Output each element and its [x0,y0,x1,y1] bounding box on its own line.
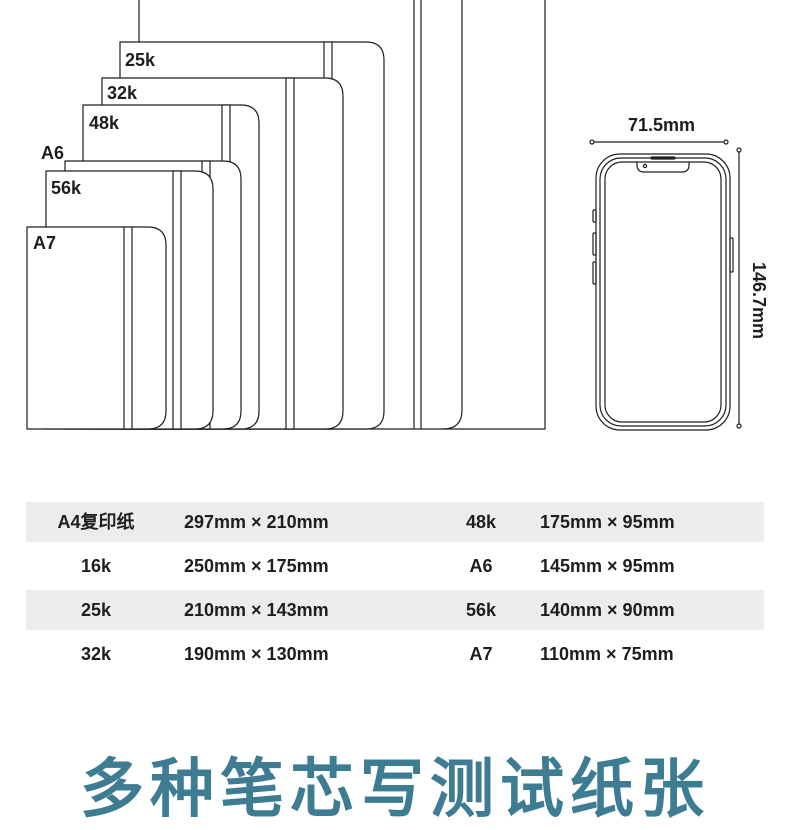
table-row: 16k 250mm × 175mm A6 145mm × 95mm [26,546,764,586]
phone-diagram [589,139,742,431]
table-row: A4复印纸 297mm × 210mm 48k 175mm × 95mm [26,502,764,542]
table-row: 32k 190mm × 130mm A7 110mm × 75mm [26,634,764,674]
notebook-a7-band [123,226,133,430]
size-dimensions: 175mm × 95mm [540,512,675,532]
phone-button [592,232,597,256]
phone-notch [636,162,690,173]
phone-button [592,209,597,223]
label-a7: A7 [33,233,57,253]
size-name: 56k [465,600,497,620]
label-a6: A6 [41,143,65,163]
notebook-56k-band [172,170,182,430]
notebook-a7 [26,226,167,430]
size-name: A7 [469,644,493,664]
label-25k: 25k [125,50,156,70]
section-headline: 多种笔芯写测试纸张 [80,753,710,827]
phone-screen [604,161,722,423]
label-32k: 32k [107,83,138,103]
phone-button [592,261,597,285]
notebook-32k-band [285,77,295,430]
size-name: A4复印纸 [57,512,135,532]
size-dimensions: 110mm × 75mm [540,644,674,664]
label-56k: 56k [51,178,82,198]
size-name: A6 [469,556,493,576]
notebook-16k-outline [442,0,463,430]
label-48k: 48k [89,113,120,133]
size-name: 48k [465,512,497,532]
phone-inner-frame [599,157,727,427]
size-dimensions: 297mm × 210mm [184,512,329,532]
size-dimensions: 210mm × 143mm [184,600,329,620]
phone-height-label: 146.7mm [749,262,769,340]
size-dimensions: 140mm × 90mm [540,600,675,620]
size-name: 32k [80,644,112,664]
size-dimensions: 190mm × 130mm [184,644,329,664]
size-dimensions: 145mm × 95mm [540,556,675,576]
notebook-size-diagram [26,0,546,430]
size-name: 25k [80,600,112,620]
phone-width-label: 71.5mm [628,115,696,135]
size-name: 16k [80,556,112,576]
table-row: 25k 210mm × 143mm 56k 140mm × 90mm [26,590,764,630]
size-dimensions: 250mm × 175mm [184,556,329,576]
phone-button [729,237,734,273]
phone-body [595,153,731,431]
